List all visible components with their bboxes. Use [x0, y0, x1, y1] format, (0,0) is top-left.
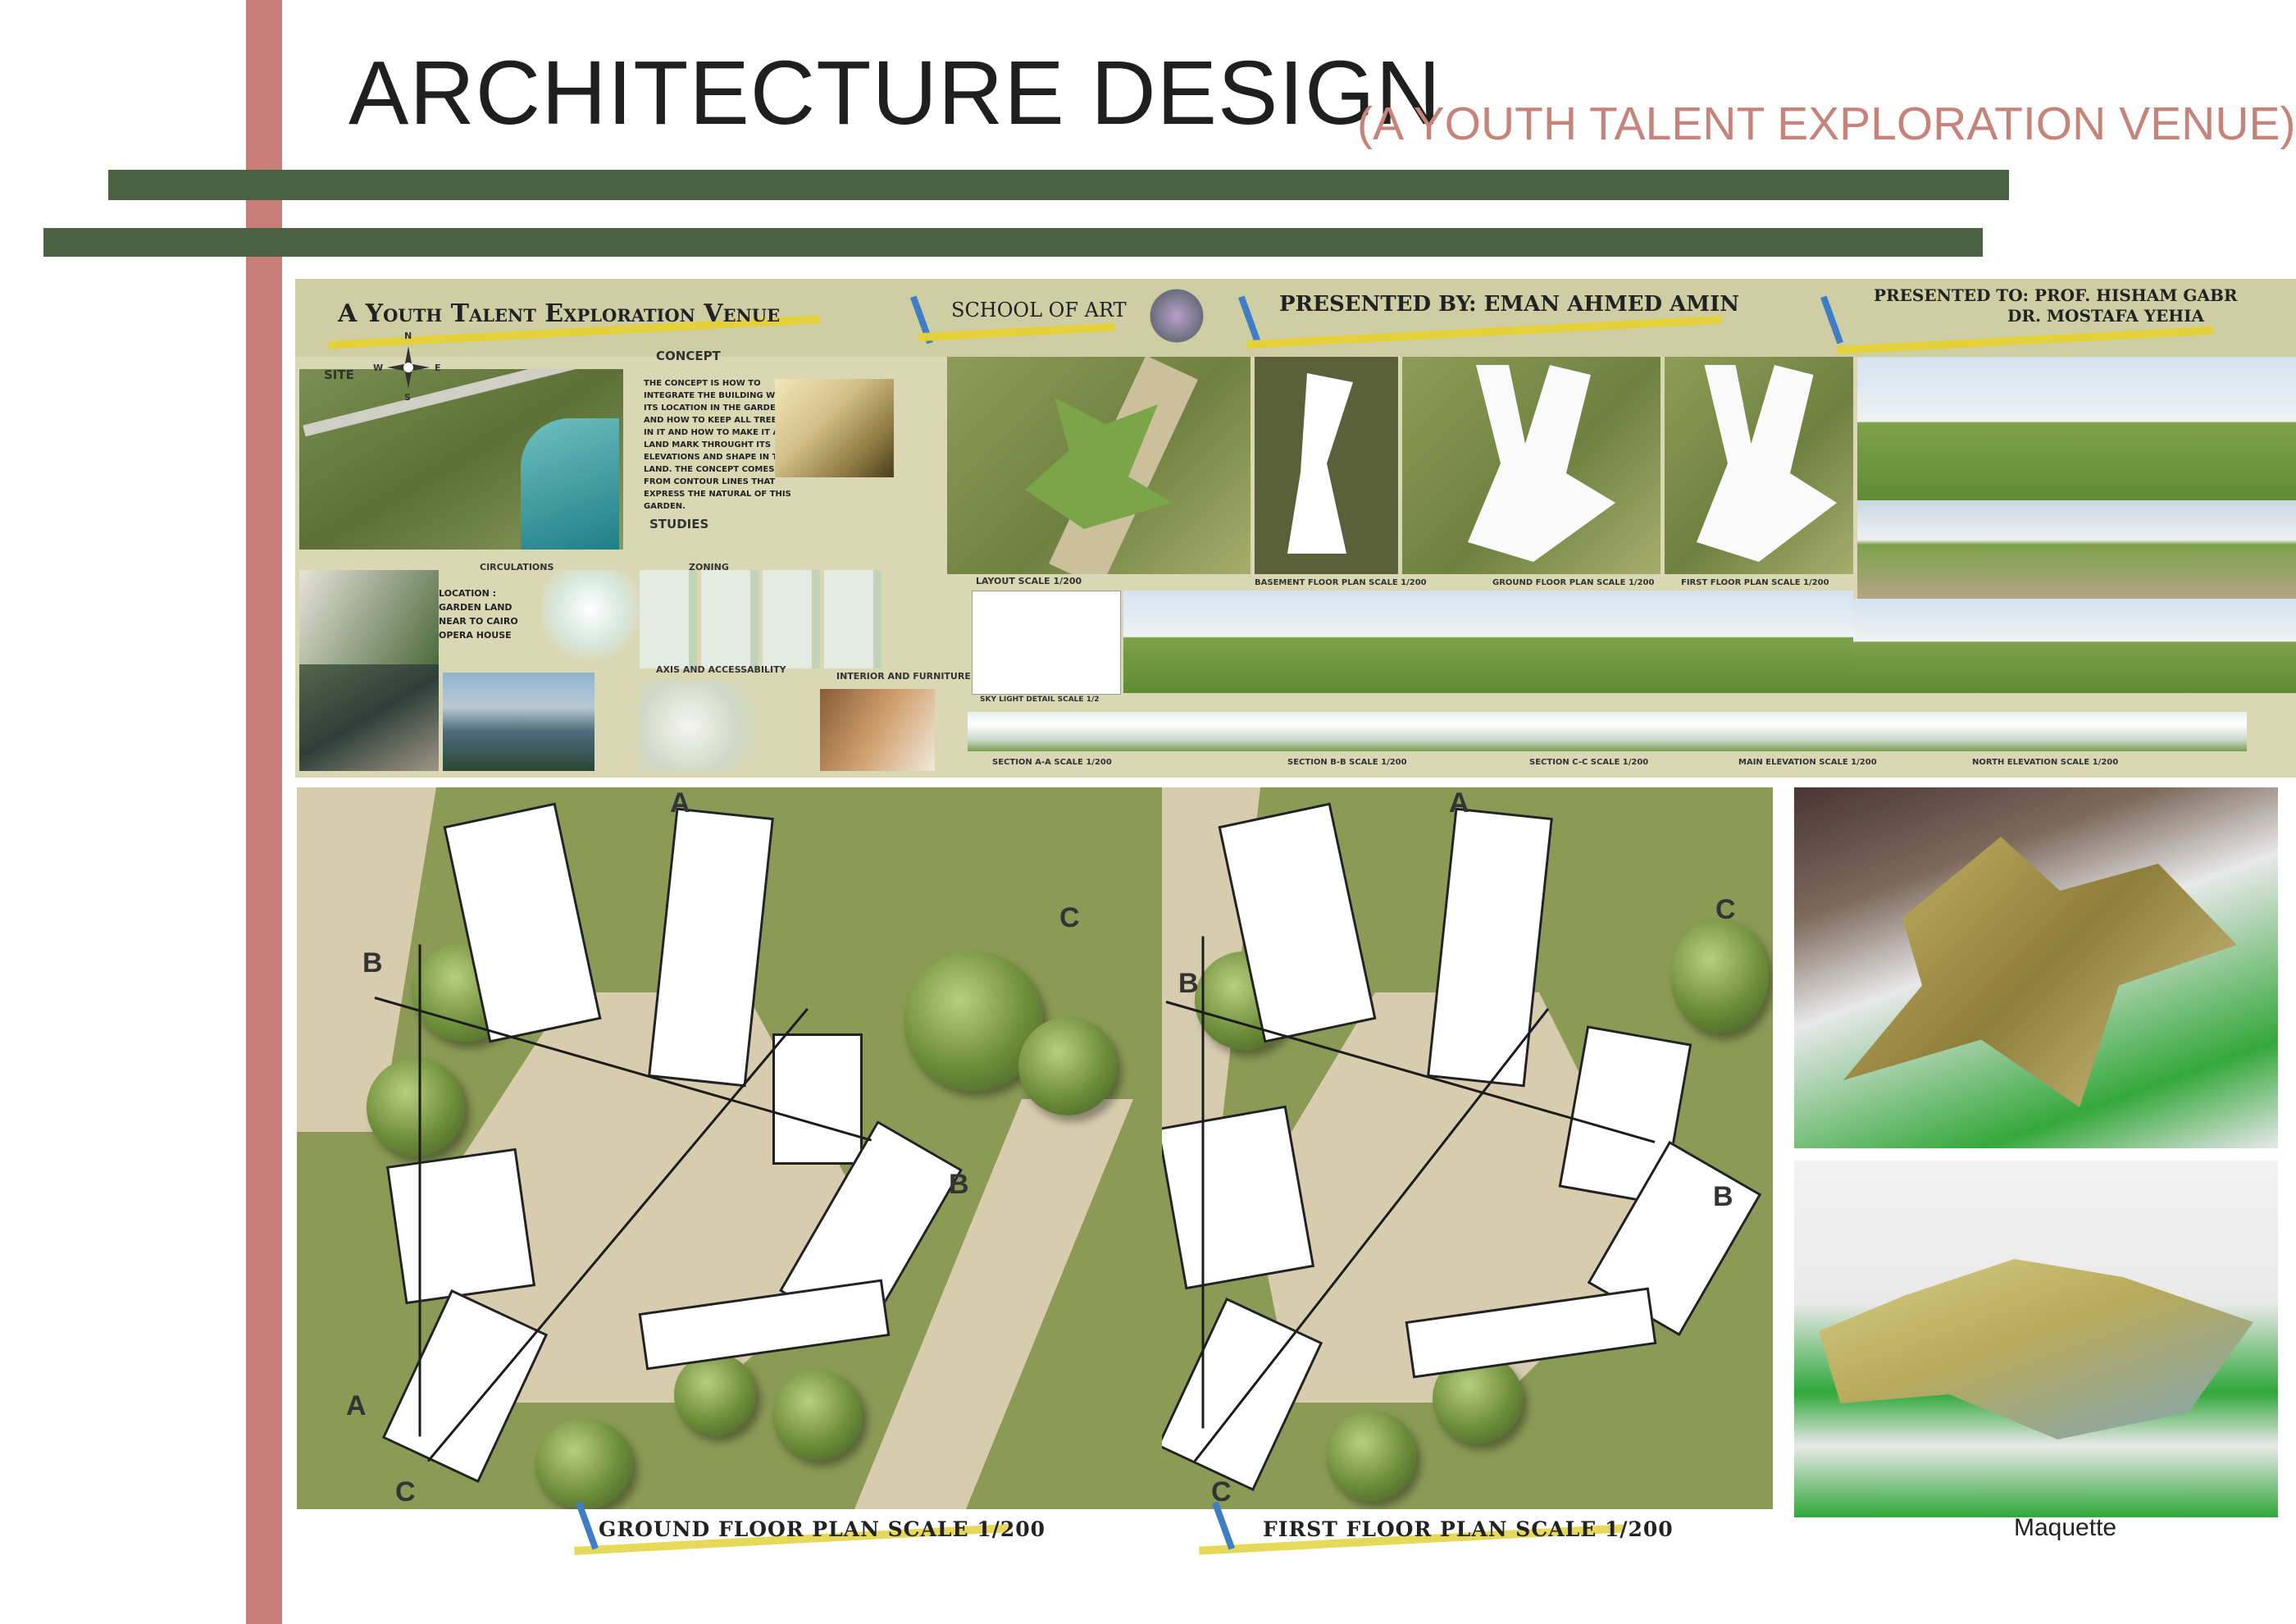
- interior-photos: [820, 689, 935, 771]
- compass-w: W: [373, 363, 384, 373]
- school-logo: [1148, 283, 1205, 349]
- compass-n: N: [404, 331, 412, 341]
- ground-small-shape: [1468, 365, 1615, 562]
- interior-label: INTERIOR AND FURNITURE: [836, 671, 971, 682]
- marker-a: A: [1449, 787, 1469, 819]
- concept-text: THE CONCEPT IS HOW TO INTEGRATE THE BUIL…: [644, 379, 791, 511]
- zoning-diagrams: [640, 570, 886, 668]
- section-cc-label: SECTION C-C SCALE 1/200: [1529, 758, 1649, 767]
- section-line-aa: [1201, 936, 1205, 1429]
- first-small-shape: [1697, 365, 1837, 562]
- sections-strip: [968, 712, 2247, 751]
- main-elevation-label: MAIN ELEVATION SCALE 1/200: [1738, 758, 1877, 767]
- circulation-diagrams: [541, 570, 640, 668]
- ground-small-label: GROUND FLOOR PLAN SCALE 1/200: [1492, 578, 1655, 587]
- photo-aerial: [299, 664, 439, 771]
- marker-b: B: [362, 947, 383, 979]
- tree: [1326, 1411, 1416, 1501]
- marker-a: A: [670, 787, 690, 819]
- marker-a: A: [346, 1390, 367, 1421]
- north-elevation-label: NORTH ELEVATION SCALE 1/200: [1972, 758, 2119, 767]
- layout-render: [947, 357, 1250, 574]
- section-line-aa: [418, 944, 421, 1437]
- photo-river: [443, 673, 594, 771]
- page-subtitle: (A YOUTH TALENT EXPLORATION VENUE): [1357, 98, 2296, 150]
- tree: [535, 1419, 633, 1509]
- site-label: SITE: [324, 367, 354, 382]
- maquette-model-2: [1819, 1259, 2253, 1439]
- section-aa-label: SECTION A-A SCALE 1/200: [992, 758, 1112, 767]
- tree: [772, 1370, 863, 1460]
- tree: [674, 1353, 756, 1435]
- render-9: [1853, 599, 2017, 693]
- maquette-photo-1: [1794, 787, 2278, 1148]
- basement-plan-small: [1255, 357, 1398, 574]
- section-bb-label: SECTION B-B SCALE 1/200: [1287, 758, 1407, 767]
- render-10: [2017, 599, 2296, 693]
- compass-e: E: [435, 363, 441, 373]
- first-plan-small: [1665, 357, 1853, 574]
- compass-icon: [385, 344, 431, 390]
- maquette-model-1: [1843, 837, 2237, 1107]
- school-name: SCHOOL OF ART: [951, 299, 1127, 322]
- layout-label: LAYOUT SCALE 1/200: [976, 576, 1082, 586]
- maquette-label: Maquette: [2014, 1514, 2117, 1541]
- render-3: [1857, 500, 2070, 599]
- presented-to-1: PRESENTED TO: PROF. HISHAM GABR: [1874, 285, 2238, 305]
- site-river: [521, 418, 619, 550]
- contour-image: [775, 379, 894, 477]
- render-8: [1632, 591, 1853, 693]
- tree: [1670, 919, 1769, 1033]
- skylight-detail: [972, 591, 1121, 695]
- maquette-photo-2: [1794, 1161, 2278, 1517]
- render-1: [1857, 357, 2070, 500]
- first-small-label: FIRST FLOOR PLAN SCALE 1/200: [1681, 578, 1829, 587]
- marker-b: B: [1178, 968, 1199, 999]
- wing-cafe: [772, 1033, 863, 1165]
- marker-b: B: [1713, 1181, 1733, 1212]
- render-5: [1123, 591, 1316, 693]
- marker-c: C: [1059, 902, 1080, 933]
- presented-to-2: DR. MOSTAFA YEHIA: [2007, 306, 2204, 326]
- skylight-label: SKY LIGHT DETAIL SCALE 1/2: [980, 696, 1100, 704]
- location-text: LOCATION : GARDEN LAND NEAR TO CAIRO OPE…: [439, 588, 518, 641]
- zoning-label: ZONING: [689, 562, 729, 573]
- concept-label: CONCEPT: [656, 349, 721, 363]
- site-plan-image: [299, 369, 623, 550]
- first-floor-plan-label: FIRST FLOOR PLAN SCALE 1/200: [1263, 1517, 1674, 1541]
- horizontal-bar-bottom: [43, 228, 1983, 257]
- marker-c: C: [395, 1476, 416, 1508]
- basement-label: BASEMENT FLOOR PLAN SCALE 1/200: [1255, 578, 1427, 587]
- render-4: [2070, 500, 2296, 599]
- ground-floor-plan-label: GROUND FLOOR PLAN SCALE 1/200: [599, 1517, 1046, 1541]
- page-title: ARCHITECTURE DESIGN: [348, 43, 1442, 144]
- analysis-maps: [299, 570, 439, 664]
- render-6: [1316, 591, 1460, 693]
- tree: [1018, 1017, 1117, 1115]
- wing-library: [385, 1147, 536, 1305]
- axis-diagrams: [640, 681, 804, 771]
- ground-plan-small: [1402, 357, 1660, 574]
- presentation-sheet: A Youth Talent Exploration Venue SCHOOL …: [295, 279, 2296, 778]
- circulations-label: CIRCULATIONS: [480, 562, 554, 573]
- tree: [367, 1058, 465, 1156]
- render-7: [1460, 591, 1632, 693]
- marker-b: B: [949, 1169, 969, 1200]
- ground-floor-plan: A A B B C C: [297, 787, 1162, 1509]
- vertical-accent-bar: [246, 0, 282, 1624]
- project-title: A Youth Talent Exploration Venue: [338, 299, 781, 328]
- compass-s: S: [404, 392, 411, 403]
- axis-label: AXIS AND ACCESSABILITY: [656, 664, 786, 675]
- marker-c: C: [1715, 894, 1736, 925]
- presented-by: PRESENTED BY: EMAN AHMED AMIN: [1279, 292, 1740, 317]
- studies-label: STUDIES: [649, 517, 709, 531]
- horizontal-bar-top: [108, 170, 2009, 200]
- basement-shape: [1287, 373, 1353, 554]
- render-2: [2070, 357, 2296, 500]
- first-floor-plan: A A B B C C: [1162, 787, 1773, 1509]
